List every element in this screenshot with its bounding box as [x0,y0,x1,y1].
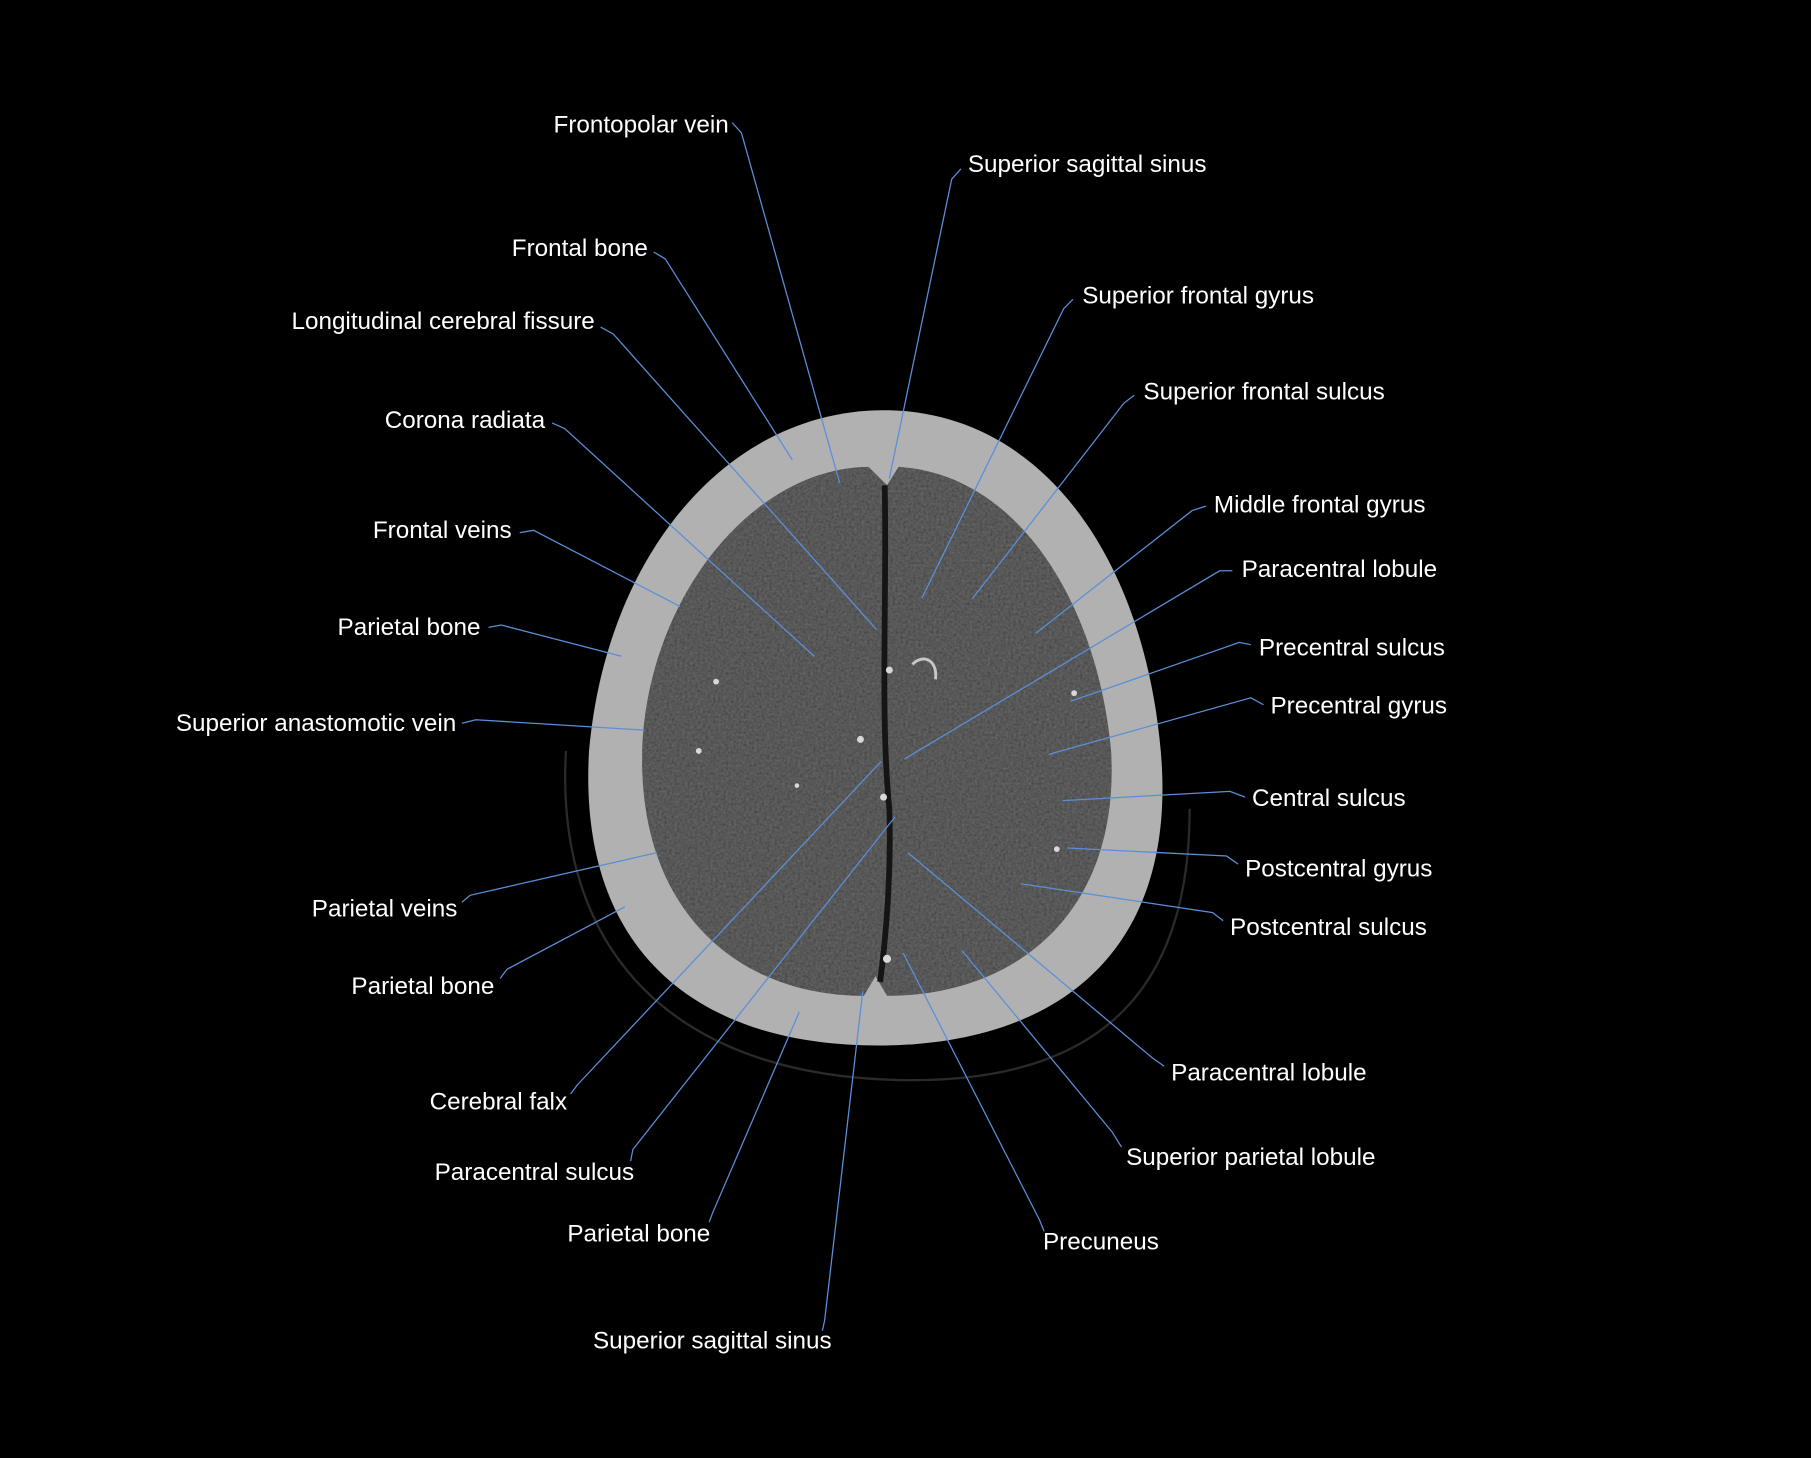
leader-line-paracentral-lobule [907,852,1165,1067]
leader-line-paracentral-sulcus [629,816,896,1162]
label-precentral-sulcus: Precentral sulcus [1259,635,1445,662]
label-parietal-veins: Parietal veins [312,896,458,923]
midline-fissure [877,485,893,983]
leader-line-superior-anastomotic-vein [461,719,645,731]
leader-line-frontal-veins [519,529,681,608]
label-paracentral-sulcus: Paracentral sulcus [435,1159,634,1186]
leader-line-superior-sagittal-sinus [821,991,864,1331]
leader-line-precentral-sulcus [1070,641,1251,702]
leader-line-precentral-gyrus [1048,697,1264,756]
leader-line-frontal-bone [653,251,793,461]
leader-line-parietal-bone [488,624,622,657]
leader-line-superior-parietal-lobule [961,950,1123,1148]
label-superior-frontal-sulcus: Superior frontal sulcus [1143,378,1384,405]
label-longitudinal-cerebral-fissure: Longitudinal cerebral fissure [291,308,594,335]
scalp-outline [564,750,1191,1082]
leader-line-longitudinal-cerebral-fissure [600,326,878,631]
leader-line-middle-frontal-gyrus [1035,505,1206,634]
label-superior-anastomotic-vein: Superior anastomotic vein [176,710,456,737]
leader-line-postcentral-gyrus [1067,847,1239,865]
label-frontopolar-vein: Frontopolar vein [554,112,729,139]
label-precentral-gyrus: Precentral gyrus [1270,692,1447,719]
leader-line-superior-frontal-gyrus [921,298,1074,599]
leader-line-frontopolar-vein [731,122,841,484]
label-corona-radiata: Corona radiata [385,407,546,434]
brain-parenchyma [642,466,1112,996]
leader-line-parietal-bone [708,1011,800,1223]
label-frontal-bone: Frontal bone [512,235,648,262]
leader-line-superior-sagittal-sinus [888,168,962,479]
leader-line-postcentral-sulcus [1020,883,1224,922]
label-precuneus: Precuneus [1043,1228,1159,1255]
label-parietal-bone: Parietal bone [338,614,481,641]
leader-line-cerebral-falx [570,760,882,1095]
label-parietal-bone: Parietal bone [567,1220,710,1247]
leader-line-central-sulcus [1062,790,1246,802]
leader-line-precuneus [902,952,1045,1232]
label-cerebral-falx: Cerebral falx [430,1089,567,1116]
label-superior-sagittal-sinus: Superior sagittal sinus [968,151,1207,178]
label-superior-frontal-gyrus: Superior frontal gyrus [1082,282,1314,309]
label-frontal-veins: Frontal veins [373,517,512,544]
label-paracentral-lobule: Paracentral lobule [1242,556,1437,583]
label-superior-parietal-lobule: Superior parietal lobule [1126,1144,1375,1171]
label-central-sulcus: Central sulcus [1252,785,1406,812]
label-middle-frontal-gyrus: Middle frontal gyrus [1214,491,1426,518]
label-postcentral-sulcus: Postcentral sulcus [1230,914,1427,941]
vessel-highlights [695,657,1078,963]
leader-line-parietal-bone [499,906,626,979]
label-superior-sagittal-sinus: Superior sagittal sinus [593,1328,832,1355]
leader-line-paracentral-lobule [904,570,1233,760]
label-parietal-bone: Parietal bone [351,973,494,1000]
leader-line-parietal-veins [461,851,658,903]
leader-line-corona-radiata [551,422,815,657]
leader-line-superior-frontal-sulcus [971,394,1135,599]
label-paracentral-lobule: Paracentral lobule [1171,1060,1366,1087]
label-postcentral-gyrus: Postcentral gyrus [1245,855,1432,882]
